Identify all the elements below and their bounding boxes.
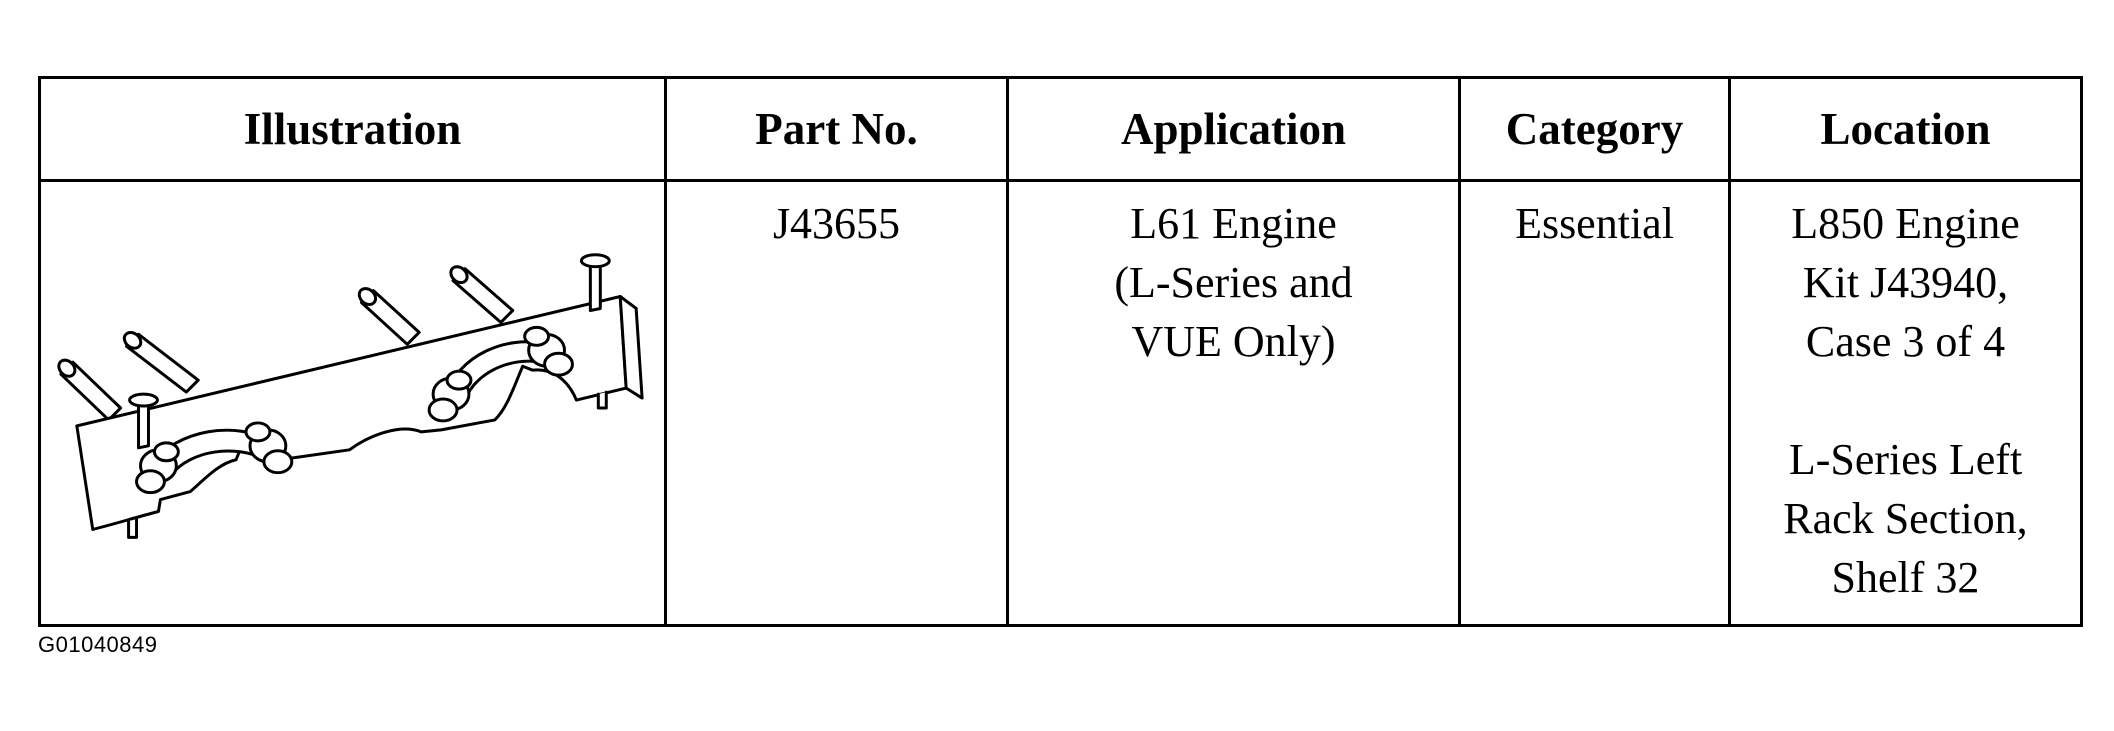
location-spacer [1731,371,2080,430]
location-line-3: Case 3 of 4 [1805,317,2006,366]
locating-pins [57,265,515,422]
header-application: Application [1006,76,1461,182]
location-line-1: L850 Engine [1791,199,2020,248]
location-line-5: Rack Section, [1783,494,2028,543]
header-location: Location [1728,76,2083,182]
tool-table: Illustration Part No. Application Catego… [38,76,2083,627]
application-cell: L61 Engine (L-Series and VUE Only) [1006,179,1461,627]
left-clamp [135,421,294,495]
figure-id: G01040849 [38,632,158,657]
table-row: J43655 L61 Engine (L-Series and VUE Only… [38,179,2083,627]
application-line-3: VUE Only) [1131,317,1336,366]
application-line-1: L61 Engine [1130,199,1337,248]
header-part-no: Part No. [664,76,1009,182]
application-line-2: (L-Series and [1114,258,1353,307]
location-line-4: L-Series Left [1788,435,2023,484]
illustration-cell [38,179,667,627]
upright-bolts [128,253,611,450]
header-illustration: Illustration [38,76,667,182]
part-number-cell: J43655 [664,179,1009,627]
category-value: Essential [1515,199,1674,248]
header-row: Illustration Part No. Application Catego… [38,76,2083,182]
part-number: J43655 [772,199,901,248]
tool-table-container: Illustration Part No. Application Catego… [38,76,2083,627]
location-cell: L850 Engine Kit J43940, Case 3 of 4 L-Se… [1728,179,2083,627]
engine-holding-fixture-illustration [57,253,644,539]
header-category: Category [1458,76,1731,182]
fixture-bar-end [618,295,644,400]
location-line-2: Kit J43940, [1802,258,2009,307]
location-line-6: Shelf 32 [1831,553,1980,602]
right-clamp [427,325,574,423]
category-cell: Essential [1458,179,1731,627]
